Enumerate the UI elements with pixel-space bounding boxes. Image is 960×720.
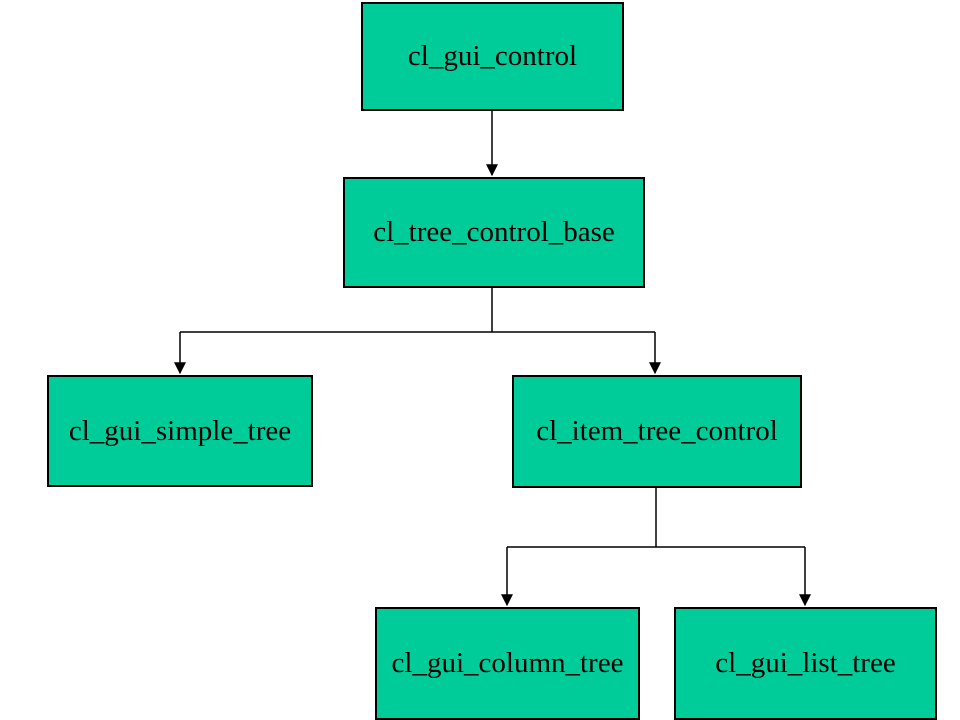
node-cl-tree-control-base: cl_tree_control_base [343, 177, 645, 288]
node-cl-gui-control: cl_gui_control [361, 2, 624, 111]
node-cl-gui-list-tree: cl_gui_list_tree [674, 607, 937, 720]
node-label-cl-gui-list-tree: cl_gui_list_tree [715, 647, 896, 679]
node-label-cl-gui-simple-tree: cl_gui_simple_tree [68, 414, 292, 447]
node-label-cl-gui-column-tree: cl_gui_column_tree [391, 647, 624, 679]
node-label-cl-gui-control: cl_gui_control [407, 40, 578, 72]
node-cl-item-tree-control: cl_item_tree_control [512, 375, 802, 488]
node-cl-gui-column-tree: cl_gui_column_tree [375, 607, 640, 720]
node-label-cl-item-tree-control: cl_item_tree_control [536, 415, 778, 447]
node-label-cl-tree-control-base: cl_tree_control_base [373, 216, 615, 248]
node-cl-gui-simple-tree: cl_gui_simple_tree [47, 375, 313, 487]
